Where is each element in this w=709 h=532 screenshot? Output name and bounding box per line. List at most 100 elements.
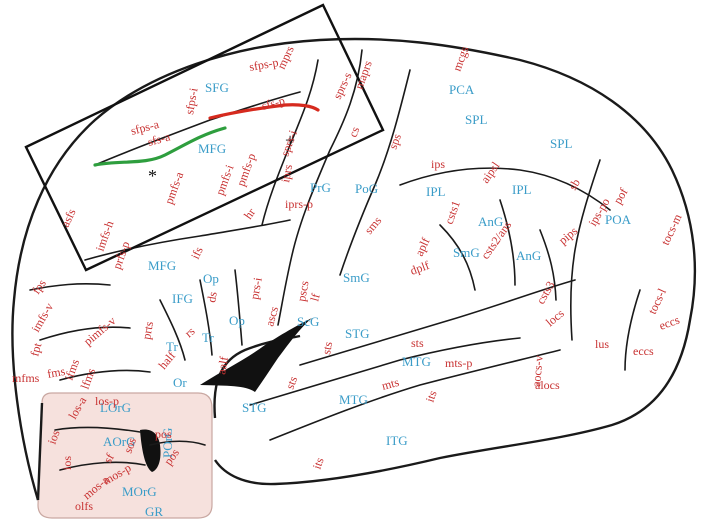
- sulcus-label-pmfs-p: pmfs-p: [234, 151, 259, 188]
- sulcus-label-sos: sos: [121, 436, 140, 456]
- orbital-sulcus-fill: [140, 429, 161, 472]
- frontal-pole-sulci: [29, 283, 151, 381]
- lunate-sulcus: [624, 289, 641, 371]
- sulcus-label-ips: ips: [431, 157, 445, 171]
- sulcus-label-eccs: eccs: [657, 312, 682, 332]
- parieto-occipital-sulcus: [569, 159, 601, 341]
- sulcus-label-tocs-m: tocs-m: [658, 211, 685, 247]
- sulcus-label-ios: ios: [60, 456, 74, 470]
- postcentral-sulcus: [339, 69, 411, 276]
- sulcus-label-csts1: csts1: [442, 199, 463, 226]
- plus-marker: +: [285, 130, 295, 150]
- gyrus-label-mfg: MFG: [148, 258, 176, 273]
- sulcus-label-pmfs-a: pmfs-a: [162, 169, 187, 206]
- gyrus-label-pog: PoG: [355, 181, 378, 196]
- sulcus-label-ds: ds: [204, 290, 220, 303]
- sulcus-label-hr: hr: [241, 205, 258, 221]
- gyrus-label-smg: SmG: [453, 245, 480, 260]
- sylvian-fissure: [200, 318, 312, 392]
- sulcus-label-sts: sts: [283, 374, 301, 391]
- highlight-box: [24, 3, 385, 272]
- sulcus-label-sfs-a: sfs-a: [146, 129, 172, 149]
- gyrus-label-aorg: AOrG: [103, 434, 136, 449]
- gyrus-label-morg: MOrG: [122, 484, 157, 499]
- sulcus-label-sfps-i: sfps-i: [182, 86, 201, 115]
- gyrus-label-lorg: LOrG: [100, 400, 131, 415]
- sulcus-label-lfms: lfms: [78, 366, 99, 391]
- sulcus-label-pos: pos: [155, 427, 172, 441]
- gyrus-label-tr: Tr: [202, 330, 214, 345]
- gyrus-label-ipl: IPL: [512, 182, 532, 197]
- asterisk-marker: *: [148, 166, 157, 186]
- sulcus-label-aipsl: aipsl: [478, 159, 503, 186]
- inferior-frontal-sulcus: [84, 219, 291, 261]
- gyrus-label-mtg: MTG: [402, 354, 431, 369]
- gyrus-label-stg: STG: [242, 400, 267, 415]
- gyrus-label-porg: POrG: [160, 428, 175, 458]
- sulcus-label-sfs-p: sfs-p: [260, 93, 286, 113]
- sulcus-label-mfms: mfms: [12, 371, 40, 385]
- sulcus-label-olfs: olfs: [75, 499, 93, 513]
- sulcus-label-sts: sts: [411, 336, 424, 350]
- gyrus-label-scg: ScG: [297, 314, 319, 329]
- gyrus-label-spl: SPL: [550, 136, 572, 151]
- gyrus-label-itg: ITG: [386, 433, 408, 448]
- red-trace: [208, 103, 320, 120]
- precentral-sulcus: [261, 59, 319, 226]
- gyrus-label-pca: PCA: [449, 82, 475, 97]
- sulcus-label-aocs-v: aocs-v: [529, 355, 546, 387]
- sulcus-label-sms: sms: [362, 213, 385, 237]
- sulcus-label-ifs: ifs: [188, 244, 206, 261]
- sulcus-label-sprs-i: sprs-i: [278, 128, 301, 158]
- sulcus-label-eccs: eccs: [633, 344, 654, 358]
- sulcus-label-sps: sps: [386, 132, 405, 152]
- sulcus-label-prs-i: prs-i: [247, 276, 265, 301]
- sulcus-label-los-p: los-p: [95, 394, 119, 408]
- parietal-sulci: [439, 199, 557, 301]
- sulcus-label-mts: mts: [380, 375, 401, 393]
- sulcus-label-sfps-p: sfps-p: [248, 55, 279, 74]
- sulcus-label-ascs: ascs: [262, 305, 281, 328]
- sulcus-label-mprs: mprs: [274, 43, 297, 71]
- gyrus-label-gr: GR: [145, 504, 163, 519]
- gyrus-label-ang: AnG: [478, 214, 503, 229]
- sulcus-label-mcgs: mcgs: [450, 44, 472, 73]
- gyrus-label-op: Op: [229, 313, 245, 328]
- gyrus-label-op: Op: [203, 271, 219, 286]
- gyrus-label-sfg: SFG: [205, 80, 229, 95]
- sulcus-label-its: its: [310, 455, 327, 471]
- superior-frontal-sulcus: [94, 91, 301, 166]
- sulcus-label-iprs-p: iprs-p: [285, 197, 313, 211]
- orbital-region: [37, 392, 213, 519]
- superior-temporal-sulcus: [299, 279, 576, 366]
- sulcus-label-fpt: fpt: [27, 341, 44, 358]
- sulcus-label-dplf: dplf: [408, 258, 431, 278]
- gyrus-label-mfg: MFG: [198, 141, 226, 156]
- central-sulcus: [277, 49, 363, 326]
- gyrus-label-ipl: IPL: [426, 184, 446, 199]
- sulcus-label-prts: prts: [139, 320, 156, 340]
- inferior-temporal-sulcus: [269, 349, 561, 441]
- gyrus-label-or: Or: [173, 375, 187, 390]
- gyrus-label-smg: SmG: [343, 270, 370, 285]
- intraparietal-sulcus: [399, 167, 611, 211]
- sulcus-label-cs: cs: [346, 125, 363, 139]
- sulcus-label-asfs: asfs: [58, 206, 79, 229]
- sulcus-label-pscs: pscs: [294, 279, 311, 302]
- sulcus-label-imfs-v: imfs-v: [28, 300, 56, 334]
- sulcus-label-rs: rs: [182, 324, 198, 341]
- frontal-base-outline: [36, 402, 44, 501]
- sulcus-label-fms: fms: [46, 364, 66, 381]
- green-trace: [93, 126, 227, 167]
- middle-temporal-sulcus: [249, 337, 521, 406]
- sulcus-label-pmfs-i: pmfs-i: [213, 162, 237, 197]
- sulcus-label-tocs-l: tocs-l: [645, 286, 669, 317]
- sulcus-label-aalf: aalf: [214, 355, 231, 375]
- sulcus-label-its: its: [423, 388, 440, 404]
- sulcus-label-maprs: maprs: [352, 58, 375, 91]
- sulcus-label-pimfs-v: pimfs-v: [81, 314, 119, 349]
- gyrus-label-poa: POA: [605, 212, 632, 227]
